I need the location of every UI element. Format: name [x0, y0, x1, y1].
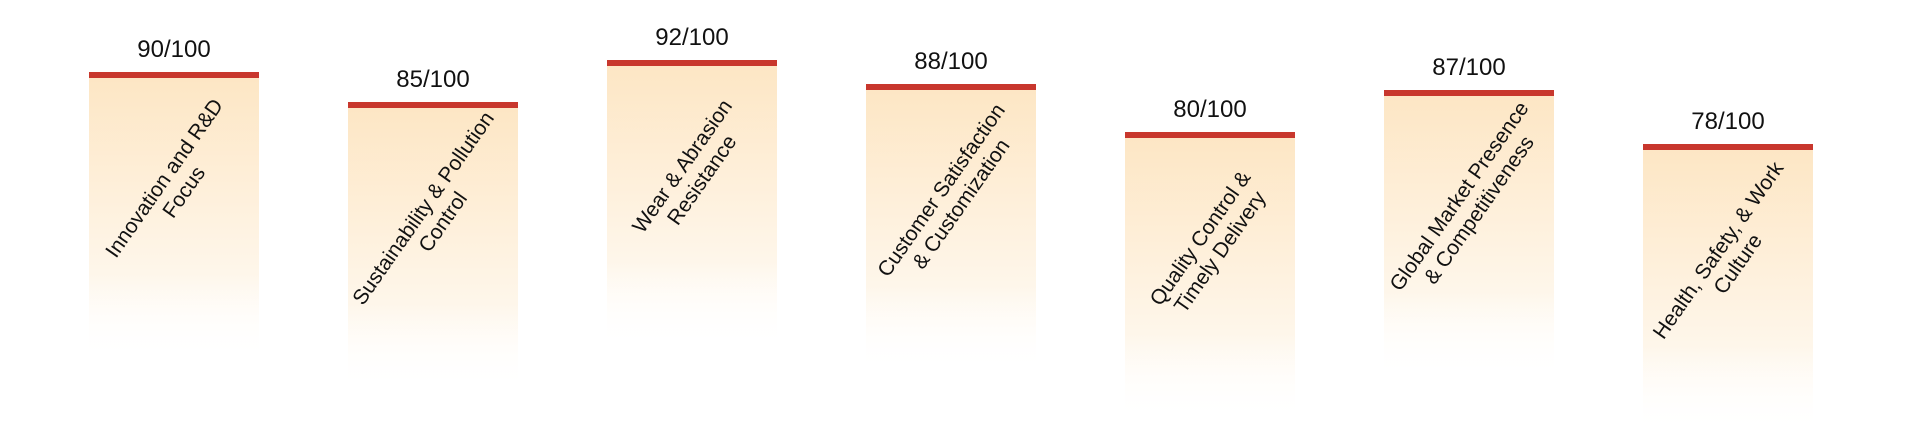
- score-label: 78/100: [1691, 108, 1764, 135]
- score-label: 92/100: [655, 24, 728, 51]
- bar-top-line: [348, 102, 518, 108]
- bar-top-line: [1384, 90, 1554, 96]
- score-label: 87/100: [1432, 54, 1505, 81]
- bar: [1643, 147, 1813, 432]
- bar: [1384, 93, 1554, 378]
- bar: [1125, 135, 1295, 420]
- score-label: 80/100: [1173, 96, 1246, 123]
- score-label: 85/100: [396, 66, 469, 93]
- score-label: 88/100: [914, 48, 987, 75]
- score-label: 90/100: [137, 36, 210, 63]
- bar-top-line: [607, 60, 777, 66]
- bar: [348, 105, 518, 390]
- bar-top-line: [866, 84, 1036, 90]
- bar-top-line: [1643, 144, 1813, 150]
- bar: [607, 63, 777, 348]
- bar: [866, 87, 1036, 372]
- bar-top-line: [89, 72, 259, 78]
- bar: [89, 75, 259, 360]
- bar-top-line: [1125, 132, 1295, 138]
